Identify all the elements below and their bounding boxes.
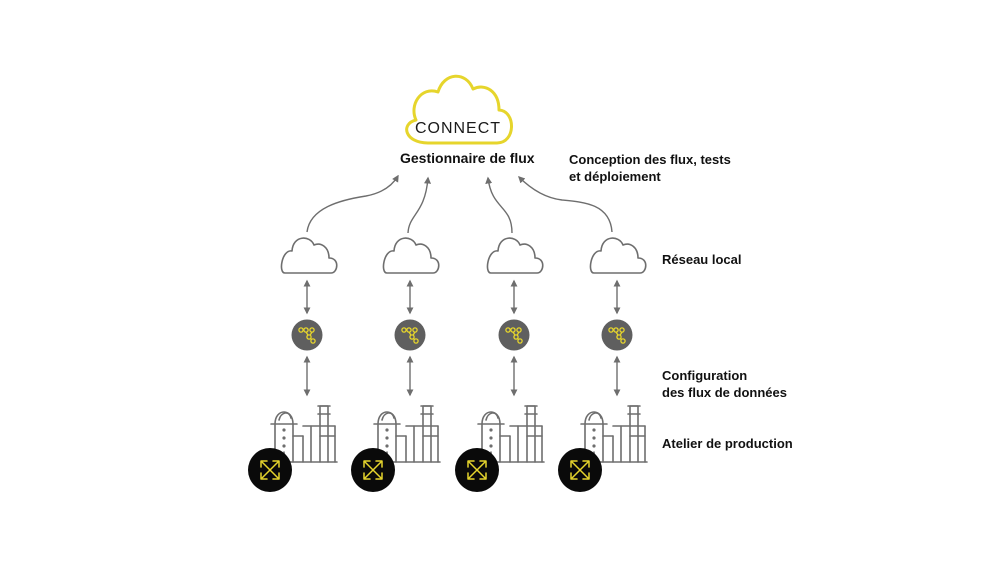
uplink-arrow-3 [485, 176, 513, 234]
connect-logo-text: CONNECT [415, 120, 501, 137]
uplink-arrow-4 [518, 176, 613, 233]
config-label-line-1: Configuration [662, 368, 748, 383]
data-flow-config-label: Configuration des flux de données [662, 367, 842, 401]
cloud-icon [382, 237, 440, 274]
column-1 [247, 237, 338, 493]
design-deployment-label: Conception des flux, tests et déploiemen… [569, 151, 749, 185]
local-network-label: Réseau local [662, 252, 742, 267]
flow-config-icon [290, 318, 324, 352]
flow-manager-label: Gestionnaire de flux [400, 150, 535, 166]
expand-arrows-icon [557, 447, 603, 493]
connect-cloud: CONNECT [405, 74, 513, 145]
expand-arrows-icon [350, 447, 396, 493]
column-2 [350, 237, 441, 493]
cloud-icon [486, 237, 544, 274]
cloud-icon [280, 237, 338, 274]
flow-config-icon [600, 318, 634, 352]
column-4 [557, 237, 648, 493]
flow-config-icon [393, 318, 427, 352]
column-3 [454, 237, 545, 493]
production-floor-label: Atelier de production [662, 436, 793, 451]
uplink-arrow-2 [407, 176, 432, 234]
design-label-line-2: et déploiement [569, 169, 661, 184]
config-label-line-2: des flux de données [662, 385, 787, 400]
design-label-line-1: Conception des flux, tests [569, 152, 731, 167]
connect-cloud-outline [405, 74, 513, 145]
uplink-arrows [306, 174, 613, 234]
flow-config-icon [497, 318, 531, 352]
cloud-icon [589, 237, 647, 274]
expand-arrows-icon [454, 447, 500, 493]
expand-arrows-icon [247, 447, 293, 493]
uplink-arrow-1 [306, 174, 399, 233]
